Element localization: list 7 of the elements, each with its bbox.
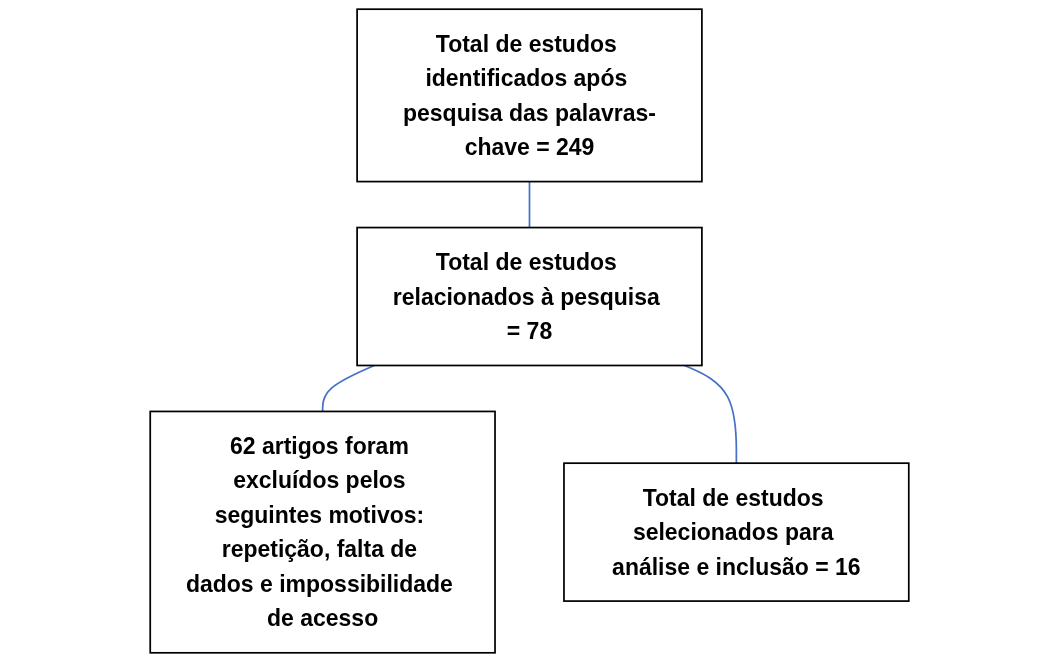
node-box: 62 artigos foram excluídos pelos seguintes motivos: repetição, falta de dados e impossibilidade de acesso (149, 410, 496, 654)
connector (321, 364, 376, 413)
node-box: Total de estudos identificados após pesquisa das palavras-chave = 249 (356, 8, 703, 183)
connector (528, 180, 531, 229)
node-box: Total de estudos selecionados para análise e inclusão = 16 (563, 462, 910, 602)
connector (683, 364, 738, 465)
node-box: Total de estudos relacionados à pesquisa = 78 (356, 226, 703, 367)
